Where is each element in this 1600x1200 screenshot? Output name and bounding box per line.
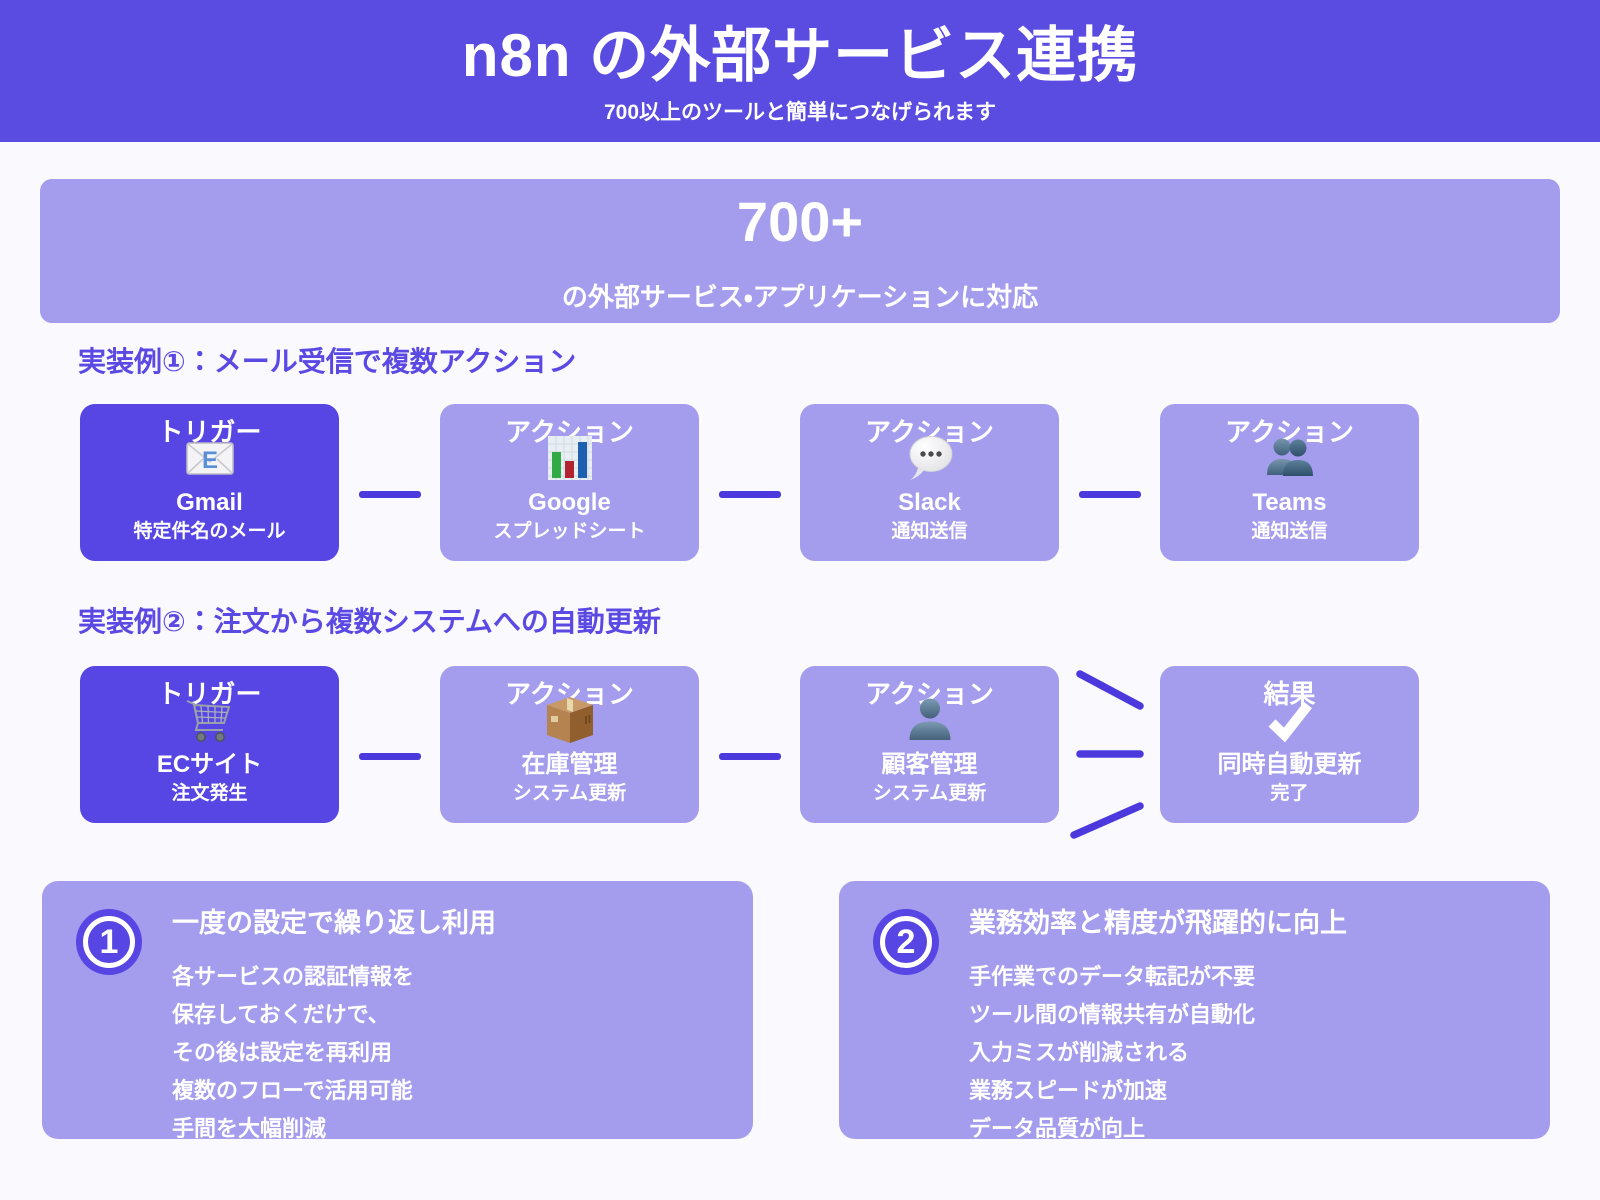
card-type-label: 結果 (1263, 679, 1316, 709)
people-icon (1262, 430, 1318, 486)
card-name: 顧客管理 (881, 751, 978, 778)
benefit-line: ツール間の情報共有が自動化 (969, 1002, 1256, 1027)
benefit-line: 複数のフローで活用可能 (172, 1078, 413, 1103)
card-detail: 通知送信 (1251, 521, 1328, 542)
benefit-2-content: 業務効率と精度が飛躍的に向上 手作業でのデータ転記が不要 ツール間の情報共有が自… (969, 901, 1347, 1141)
benefit-2-badge-column: 2 (863, 901, 969, 1139)
connector-line (699, 404, 800, 561)
card-detail: 注文発生 (171, 783, 248, 804)
benefit-line: 入力ミスが削減される (969, 1040, 1190, 1065)
card-name: Slack (898, 489, 961, 516)
benefit-line: 手間を大幅削減 (172, 1116, 327, 1141)
flow2-card-result: 結果 同時自動更新 完了 (1160, 666, 1419, 823)
benefit-line: 手作業でのデータ転記が不要 (969, 964, 1256, 989)
connector-line (339, 404, 440, 561)
person-icon (902, 692, 958, 748)
card-name: ECサイト (156, 751, 263, 778)
benefit-box-1: 1 一度の設定で繰り返し利用 各サービスの認証情報を 保存しておくだけで、 その… (42, 881, 753, 1141)
flow1-card-teams-action: アクション Teams (1160, 404, 1419, 561)
header-banner: n8n の外部サービス連携 700以上のツールと簡単につなげられます (0, 0, 1600, 142)
card-name: Google (528, 489, 611, 516)
speech-balloon-icon (902, 430, 958, 486)
flow2-card-inventory-action: アクション 在庫管理 システム更新 (440, 666, 699, 823)
connector-line (699, 666, 800, 823)
bar-chart-icon (542, 430, 598, 486)
card-detail: 特定件名のメール (133, 521, 286, 542)
hero-banner: 700+ の外部サービス・アプリケーションに対応 (40, 179, 1560, 323)
check-icon (1262, 692, 1318, 748)
connector-line (339, 666, 440, 823)
card-detail: 通知送信 (891, 521, 968, 542)
card-type-label: トリガー (157, 679, 262, 709)
flow1-card-google-sheets-action: アクション Google スプレッドシート (440, 404, 699, 561)
benefit-1-badge-column: 1 (66, 901, 172, 1139)
card-detail: 完了 (1270, 783, 1309, 804)
svg-text:E: E (201, 447, 217, 474)
connector-fan-lines (1059, 666, 1160, 839)
benefit-1-content: 一度の設定で繰り返し利用 各サービスの認証情報を 保存しておくだけで、 その後は… (172, 901, 496, 1141)
benefit-box-2: 2 業務効率と精度が飛躍的に向上 手作業でのデータ転記が不要 ツール間の情報共有… (839, 881, 1550, 1141)
page-title: n8n の外部サービス連携 (461, 22, 1139, 89)
section-1-heading: 実装例①：メール受信で複数アクション (78, 346, 577, 377)
shopping-cart-icon (182, 692, 238, 748)
benefit-line: 各サービスの認証情報を (172, 964, 415, 989)
flow2-card-crm-action: アクション 顧客管理 システム更新 (800, 666, 1059, 823)
package-icon (542, 692, 598, 748)
email-icon: E (182, 430, 238, 486)
flow2-card-ec-trigger: トリガー ECサイト 注文発生 (80, 666, 339, 823)
hero-count: 700+ (736, 190, 864, 253)
flow-row-2: トリガー ECサイト 注文発生 (80, 666, 1419, 839)
card-name: 同時自動更新 (1217, 751, 1362, 778)
benefit-line: 保存しておくだけで、 (172, 1002, 390, 1027)
benefit-2-lines: 手作業でのデータ転記が不要 ツール間の情報共有が自動化 入力ミスが削減される 業… (969, 958, 1347, 1148)
card-type-label: アクション (1225, 417, 1354, 447)
benefits-row: 1 一度の設定で繰り返し利用 各サービスの認証情報を 保存しておくだけで、 その… (42, 881, 1550, 1141)
flow1-card-gmail-trigger: トリガー E Gmail 特定件名のメール (80, 404, 339, 561)
benefit-line: その後は設定を再利用 (172, 1040, 393, 1065)
card-name: Teams (1252, 489, 1327, 516)
benefit-line: データ品質が向上 (969, 1116, 1146, 1141)
benefit-2-title: 業務効率と精度が飛躍的に向上 (969, 908, 1347, 938)
flow1-card-slack-action: アクション Slack 通知送信 (800, 404, 1059, 561)
section-2-heading: 実装例②：注文から複数システムへの自動更新 (78, 606, 661, 637)
benefit-line: 業務スピードが加速 (969, 1078, 1168, 1103)
page-subtitle: 700以上のツールと簡単につなげられます (603, 101, 997, 124)
hero-caption: の外部サービス・アプリケーションに対応 (561, 282, 1039, 312)
number-1-badge: 1 (83, 916, 135, 968)
number-2-badge: 2 (880, 916, 932, 968)
card-type-label: トリガー (157, 417, 262, 447)
card-detail: スプレッドシート (493, 521, 646, 542)
flow-row-1: トリガー E Gmail 特定件名のメール アクション (80, 404, 1419, 561)
infographic-page: n8n の外部サービス連携 700以上のツールと簡単につなげられます 700+ … (0, 0, 1600, 1141)
card-detail: システム更新 (512, 783, 627, 804)
card-detail: システム更新 (872, 783, 987, 804)
card-name: 在庫管理 (521, 751, 618, 778)
card-name: Gmail (176, 489, 243, 516)
benefit-1-lines: 各サービスの認証情報を 保存しておくだけで、 その後は設定を再利用 複数のフロー… (172, 958, 496, 1148)
benefit-1-title: 一度の設定で繰り返し利用 (172, 908, 496, 938)
connector-line (1059, 404, 1160, 561)
